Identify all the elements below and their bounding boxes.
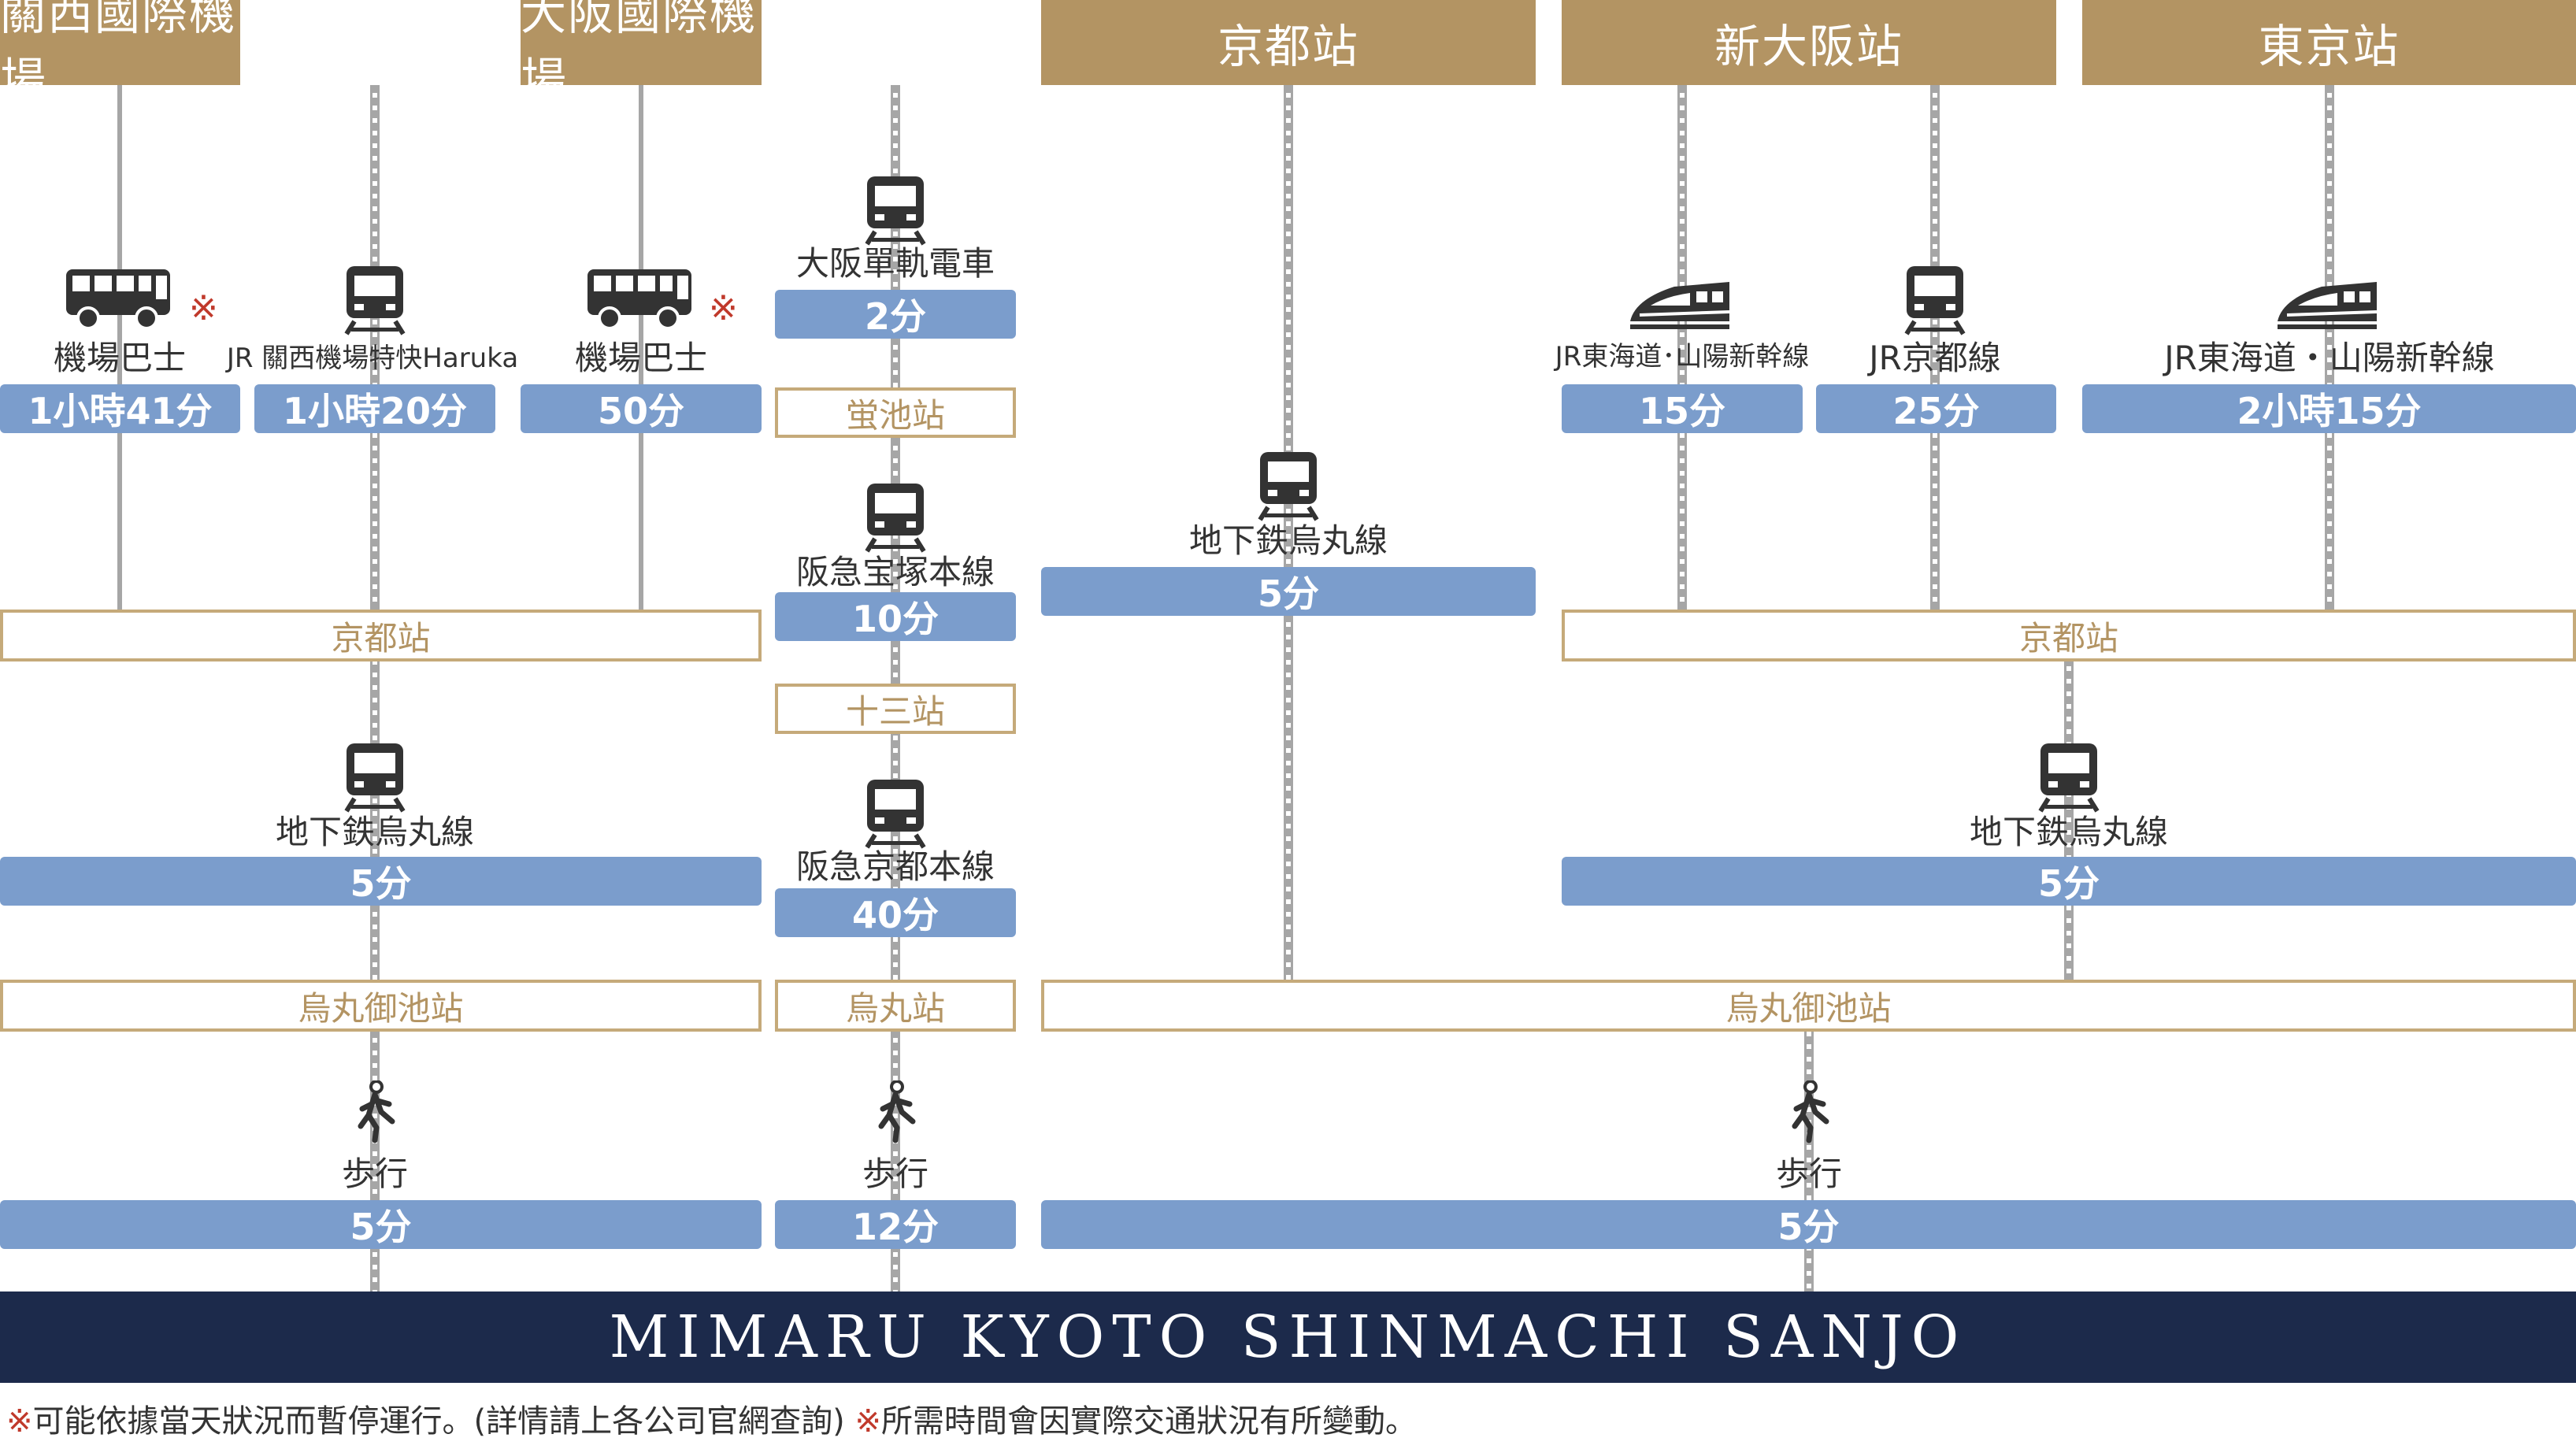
- walk-icon: [1787, 1080, 1834, 1143]
- walk-mid-label: 歩行: [862, 1154, 929, 1193]
- route-line-osaka-bus: [639, 85, 643, 611]
- hankyu-kyoto-time: 40分: [775, 888, 1016, 937]
- train-icon: [864, 482, 927, 553]
- walk-left-time: 5分: [0, 1200, 762, 1249]
- train-icon: [864, 175, 927, 246]
- subway-right-time: 5分: [1562, 857, 2576, 906]
- route-line-shin-jr: [1930, 85, 1940, 611]
- train-icon: [864, 778, 927, 849]
- kansai-bus-time: 1小時41分: [0, 384, 240, 433]
- station-juso: 十三站: [775, 684, 1016, 734]
- header-tokyo-station: 東京站: [2082, 0, 2576, 85]
- route-line-kyoto-subway: [1284, 85, 1293, 980]
- bus-icon: [65, 268, 175, 331]
- osaka-bus-label: 機場巴士: [574, 339, 708, 377]
- subway-right-label: 地下鉄烏丸線: [1969, 813, 2169, 851]
- footnote-text-2: 所需時間會因實際交通狀況有所變動。: [880, 1403, 1417, 1440]
- route-line-tokyo-shinkansen: [2325, 85, 2334, 611]
- walk-right-time: 5分: [1041, 1200, 2576, 1249]
- subway-left-label: 地下鉄烏丸線: [275, 813, 475, 851]
- walk-mid-time: 12分: [775, 1200, 1016, 1249]
- shin-jr-label: JR京都線: [1869, 339, 2001, 377]
- shinkansen-icon: [2274, 276, 2385, 331]
- footnote-text-1: 可能依據當天狀況而暫停運行。(詳情請上各公司官網查詢): [32, 1403, 845, 1440]
- station-oike-right: 烏丸御池站: [1041, 980, 2576, 1032]
- walk-left-label: 歩行: [341, 1154, 409, 1193]
- osaka-bus-time: 50分: [521, 384, 762, 433]
- shin-jr-time: 25分: [1816, 384, 2056, 433]
- walk-right-label: 歩行: [1775, 1154, 1843, 1193]
- walk-icon: [873, 1080, 921, 1143]
- walk-icon: [353, 1080, 400, 1143]
- hankyu-takarazuka-time: 10分: [775, 592, 1016, 641]
- train-icon: [343, 742, 406, 813]
- train-icon: [2037, 742, 2100, 813]
- station-kyoto-left: 京都站: [0, 610, 762, 662]
- route-line-kansai-bus: [117, 85, 122, 611]
- kyoto-subway-time: 5分: [1041, 567, 1536, 616]
- train-icon: [1257, 450, 1320, 521]
- header-shin-osaka-station: 新大阪站: [1562, 0, 2056, 85]
- kansai-jr-label: JR 關西機場特快Haruka: [226, 343, 519, 374]
- header-kyoto-station: 京都站: [1041, 0, 1536, 85]
- station-oike-left: 烏丸御池站: [0, 980, 762, 1032]
- header-osaka-airport: 大阪國際機場: [521, 0, 762, 106]
- footnote: ※可能依據當天狀況而暫停運行。(詳情請上各公司官網查詢) ※所需時間會因實際交通…: [6, 1395, 1417, 1441]
- subway-left-time: 5分: [0, 857, 762, 906]
- station-kyoto-right: 京都站: [1562, 610, 2576, 662]
- osaka-monorail-time: 2分: [775, 290, 1016, 339]
- kansai-jr-time: 1小時20分: [254, 384, 495, 433]
- header-kansai-airport: 關西國際機場: [0, 0, 240, 106]
- destination-hotel-banner: MIMARU KYOTO SHINMACHI SANJO: [0, 1292, 2576, 1383]
- footnote-mark-1: ※: [6, 1403, 33, 1440]
- footnote-mark-2: ※: [854, 1403, 881, 1440]
- hankyu-kyoto-label: 阪急京都本線: [795, 847, 995, 886]
- kyoto-subway-label: 地下鉄烏丸線: [1188, 521, 1388, 560]
- train-icon: [1903, 265, 1966, 335]
- hankyu-takarazuka-label: 阪急宝塚本線: [795, 553, 995, 591]
- station-karasuma: 烏丸站: [775, 980, 1016, 1032]
- train-icon: [343, 265, 406, 335]
- station-hotarugaike: 蛍池站: [775, 387, 1016, 438]
- shin-shinkansen-time: 15分: [1562, 384, 1803, 433]
- kansai-bus-label: 機場巴士: [53, 339, 187, 377]
- shin-shinkansen-label: JR東海道･山陽新幹線: [1555, 341, 1810, 372]
- kansai-bus-note-mark: ※: [189, 288, 218, 328]
- tokyo-shinkansen-label: JR東海道・山陽新幹線: [2164, 339, 2495, 377]
- osaka-bus-note-mark: ※: [709, 288, 738, 328]
- shinkansen-icon: [1627, 276, 1737, 331]
- tokyo-shinkansen-time: 2小時15分: [2082, 384, 2576, 433]
- route-line-shin-shinkansen: [1677, 85, 1687, 611]
- bus-icon: [586, 268, 696, 331]
- osaka-monorail-label: 大阪單軌電車: [795, 244, 995, 283]
